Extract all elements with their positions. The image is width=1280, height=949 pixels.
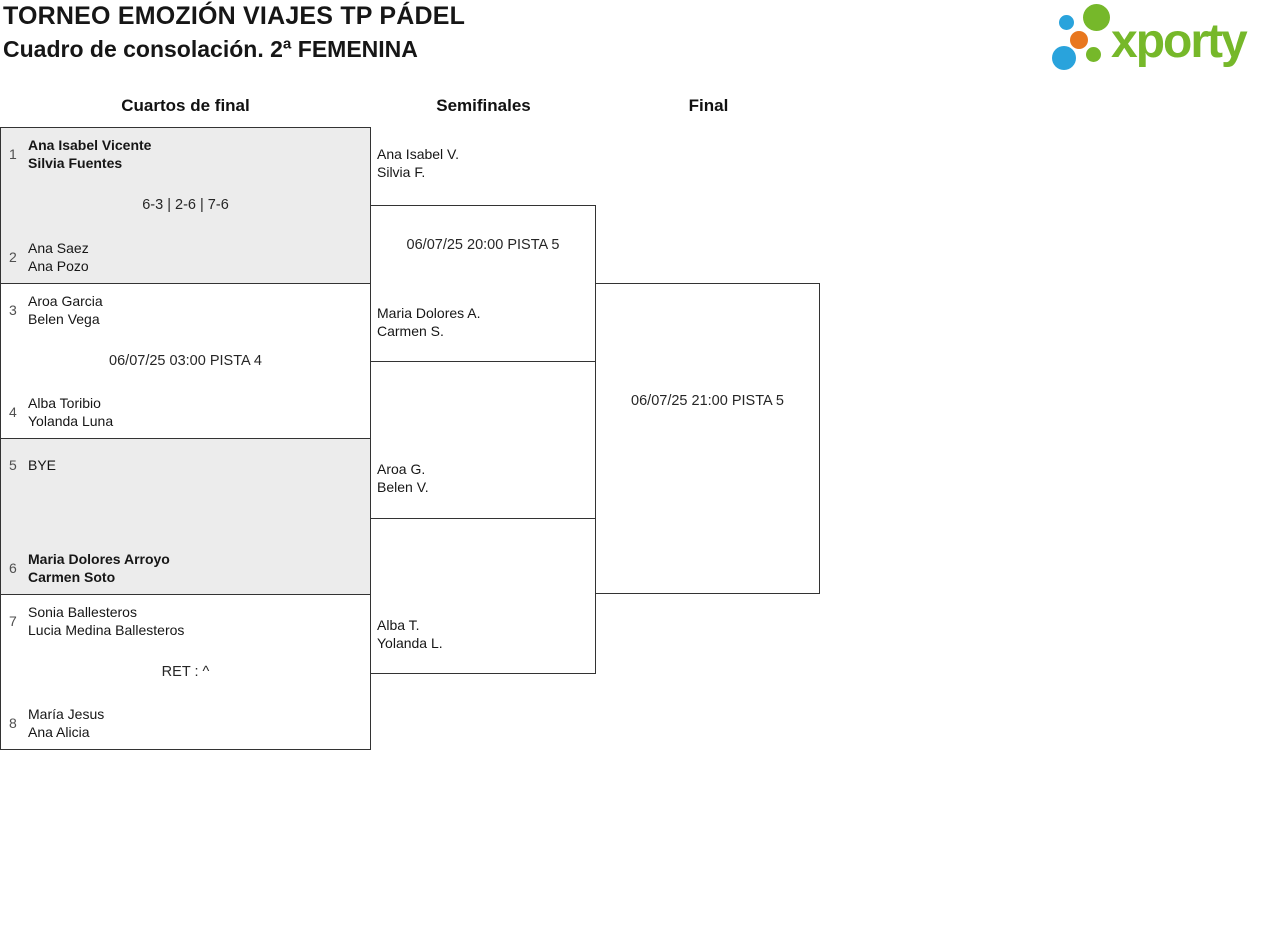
team-row: 4 Alba Toribio Yolanda Luna [1,394,370,430]
seed-number: 3 [9,301,17,318]
qf-match-4: 7 Sonia Ballesteros Lucia Medina Ballest… [1,593,370,750]
match-schedule: 06/07/25 03:00 PISTA 4 [109,352,262,369]
team-names: Ana Isabel Vicente Silvia Fuentes [28,137,152,171]
team-names: Alba Toribio Yolanda Luna [28,395,114,429]
xporty-logo[interactable]: xporty [1045,0,1275,78]
team-row: 3 Aroa Garcia Belen Vega [1,292,370,328]
sf1-team-top: Ana Isabel V. Silvia F. [377,146,459,180]
match-score: 6-3 | 2-6 | 7-6 [142,197,229,214]
sf2-team-top: Aroa G. Belen V. [377,461,429,495]
logo-dot-green-large-icon [1083,4,1110,31]
team-row: 2 Ana Saez Ana Pozo [1,239,370,275]
team-names: Maria Dolores Arroyo Carmen Soto [28,550,170,585]
team-row: 8 María Jesus Ana Alicia [1,705,370,741]
final-match-box: 06/07/25 21:00 PISTA 5 [595,283,820,594]
page-title: TORNEO EMOZIÓN VIAJES TP PÁDEL [3,2,466,30]
team-names: Ana Saez Ana Pozo [28,239,89,274]
seed-number: 4 [9,404,17,420]
sf1-team-bottom: Maria Dolores A. Carmen S. [377,305,481,339]
seed-number: 2 [9,248,17,265]
qf-match-3: 5 BYE 6 Maria Dolores Arroyo Carmen Soto [1,438,370,594]
quarterfinals-column: 1 Ana Isabel Vicente Silvia Fuentes 6-3 … [0,127,371,750]
seed-number: 8 [9,715,17,731]
seed-number: 1 [9,146,17,162]
team-row: 7 Sonia Ballesteros Lucia Medina Ballest… [1,603,370,639]
final-match-schedule: 06/07/25 21:00 PISTA 5 [631,393,784,409]
sf1-match-schedule: 06/07/25 20:00 PISTA 5 [406,237,560,253]
qf-match-1: 1 Ana Isabel Vicente Silvia Fuentes 6-3 … [1,128,370,283]
seed-number: 7 [9,612,17,629]
team-names: BYE [28,457,57,473]
team-row: 6 Maria Dolores Arroyo Carmen Soto [1,550,370,586]
team-row: 5 BYE [1,456,370,474]
logo-dot-green-small-icon [1086,47,1101,62]
qf-match-2: 3 Aroa Garcia Belen Vega 06/07/25 03:00 … [1,282,370,439]
xporty-logo-text: xporty [1111,15,1248,68]
logo-dot-orange-icon [1070,31,1088,49]
team-row: 1 Ana Isabel Vicente Silvia Fuentes [1,136,370,172]
team-names: Aroa Garcia Belen Vega [28,292,103,327]
team-names: María Jesus Ana Alicia [28,706,105,740]
page-subtitle: Cuadro de consolación. 2ª FEMENINA [3,36,418,62]
round-header-final: Final [688,96,729,115]
seed-number: 6 [9,559,17,576]
team-names: Sonia Ballesteros Lucia Medina Ballester… [28,603,185,638]
logo-dot-blue-small-icon [1059,15,1074,30]
sf2-team-bottom: Alba T. Yolanda L. [377,617,443,651]
round-header-quarterfinals: Cuartos de final [121,96,250,115]
seed-number: 5 [9,457,17,473]
match-result: RET : ^ [161,663,210,680]
logo-dot-blue-large-icon [1052,46,1076,70]
round-header-semifinals: Semifinales [436,96,531,115]
sf2-match-box [370,518,596,674]
